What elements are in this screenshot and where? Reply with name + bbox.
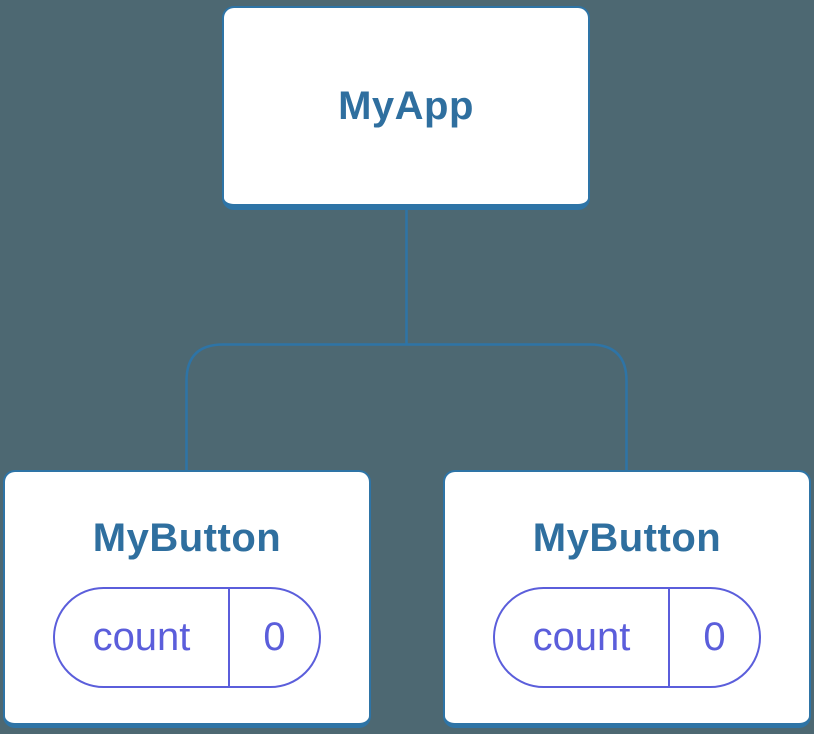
connector-branch xyxy=(185,343,628,470)
node-mybutton-right-label: MyButton xyxy=(532,516,722,560)
state-name-label: count xyxy=(92,615,191,659)
node-myapp: MyApp xyxy=(222,6,590,210)
state-pill-left: count 0 xyxy=(53,587,321,688)
state-value-label: 0 xyxy=(668,589,759,686)
state-name-label: count xyxy=(532,615,631,659)
state-pill-right: count 0 xyxy=(493,587,761,688)
node-mybutton-right: MyButton count 0 xyxy=(443,470,811,728)
state-value-label: 0 xyxy=(228,589,319,686)
node-mybutton-left-label: MyButton xyxy=(92,516,282,560)
node-mybutton-left: MyButton count 0 xyxy=(3,470,371,728)
node-myapp-label: MyApp xyxy=(338,83,474,128)
